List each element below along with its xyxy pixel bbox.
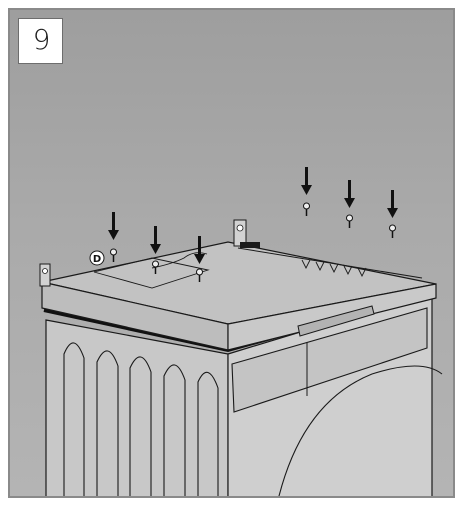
down-arrow-icon xyxy=(344,180,355,208)
ribbed-panels xyxy=(63,342,219,496)
rear-bracket xyxy=(233,219,260,248)
screw-icon xyxy=(110,248,117,262)
step-number: 9 xyxy=(32,23,51,56)
screw-icon xyxy=(389,224,396,238)
rear-notches xyxy=(301,259,367,278)
down-arrow-icon xyxy=(301,167,312,195)
dryer-body xyxy=(45,291,443,496)
screw-icon xyxy=(303,202,310,216)
screw-arrows xyxy=(108,167,398,282)
callout-d-label: D xyxy=(93,254,101,265)
down-arrow-icon xyxy=(108,212,119,240)
down-arrow-icon xyxy=(194,236,205,264)
screw-icon xyxy=(346,214,353,228)
top-cover xyxy=(39,219,437,351)
instruction-illustration: 9 xyxy=(8,8,455,498)
callout-d: D xyxy=(89,250,105,266)
left-bracket xyxy=(39,263,51,287)
screw-icon xyxy=(196,268,203,282)
down-arrow-icon xyxy=(387,190,398,218)
door-porthole xyxy=(278,365,443,496)
screw-icon xyxy=(152,260,159,274)
step-number-box: 9 xyxy=(18,18,63,64)
control-panel xyxy=(231,307,428,413)
appliance-diagram: D xyxy=(39,167,443,496)
down-arrow-icon xyxy=(150,226,161,254)
